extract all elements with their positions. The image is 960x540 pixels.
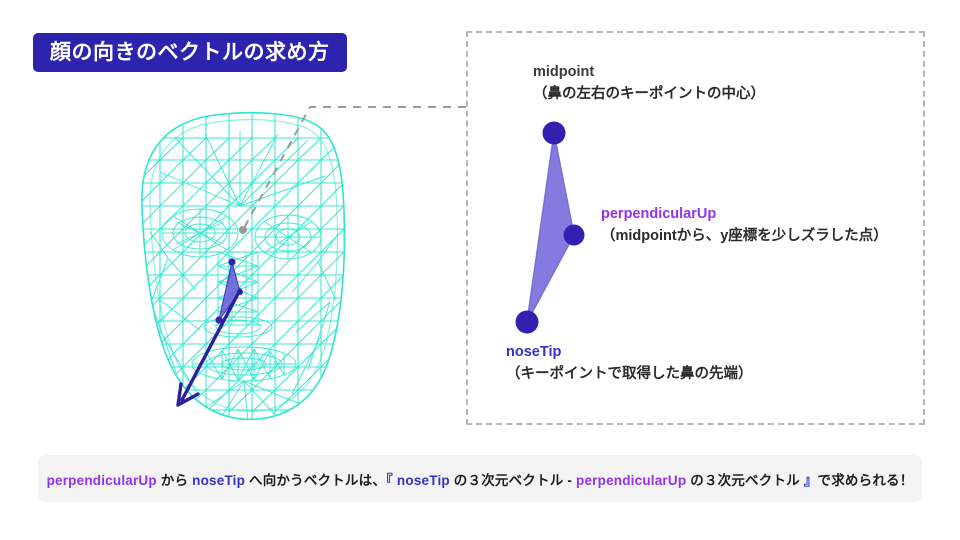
caption-segment-3: へ向かうベクトルは、	[245, 472, 387, 488]
caption-segment-0: perpendicularUp	[46, 472, 157, 488]
callout-dashed-box	[466, 31, 925, 425]
summary-caption-bar: perpendicularUp から noseTip へ向かうベクトルは、『 n…	[38, 455, 922, 502]
caption-segment-4: 『	[386, 472, 393, 488]
caption-segment-8: perpendicularUp	[576, 472, 687, 488]
caption-segment-5: noseTip	[392, 472, 450, 488]
face-mesh-triangles	[141, 112, 345, 420]
label-midpoint-name: midpoint	[533, 64, 595, 80]
caption-segment-7: -	[563, 472, 577, 488]
label-nosetip: noseTip （キーポイントで取得した鼻の先端）	[506, 341, 753, 386]
caption-segment-6: の３次元ベクトル	[449, 472, 564, 488]
direction-arrow-shaft	[180, 288, 242, 402]
label-midpoint-description: （鼻の左右のキーポイントの中心）	[533, 86, 765, 103]
face-outline	[141, 111, 346, 421]
label-perpendicularup-description: （midpointから、y座標を少しズラした点）	[601, 228, 888, 245]
midpoint-marker-dot	[239, 226, 247, 234]
mini-triangle	[218, 261, 241, 321]
mini-point-nosetip	[215, 316, 223, 324]
mini-point-midpoint	[228, 258, 236, 266]
label-nosetip-name: noseTip	[506, 344, 562, 360]
caption-segment-1: から	[156, 472, 193, 488]
face-direction-vector	[176, 258, 243, 407]
summary-caption-text: perpendicularUp から noseTip へ向かうベクトルは、『 n…	[47, 469, 914, 489]
direction-arrow-head	[176, 382, 200, 407]
caption-segment-11: で求められる！	[817, 472, 914, 488]
caption-segment-10: 』	[799, 472, 818, 488]
label-nosetip-description: （キーポイントで取得した鼻の先端）	[506, 366, 753, 383]
callout-connector	[239, 106, 466, 234]
page-title: 顔の向きのベクトルの求め方	[50, 41, 330, 64]
face-mesh-detail	[149, 131, 339, 420]
caption-segment-2: noseTip	[192, 472, 246, 488]
label-perpendicularup-name: perpendicularUp	[601, 206, 717, 222]
page-title-badge: 顔の向きのベクトルの求め方	[33, 33, 347, 72]
mini-point-perpendicularup	[237, 289, 243, 295]
caption-segment-9: の３次元ベクトル	[686, 472, 800, 488]
label-midpoint: midpoint （鼻の左右のキーポイントの中心）	[533, 61, 765, 106]
label-perpendicularup: perpendicularUp （midpointから、y座標を少しズラした点）	[601, 203, 888, 248]
